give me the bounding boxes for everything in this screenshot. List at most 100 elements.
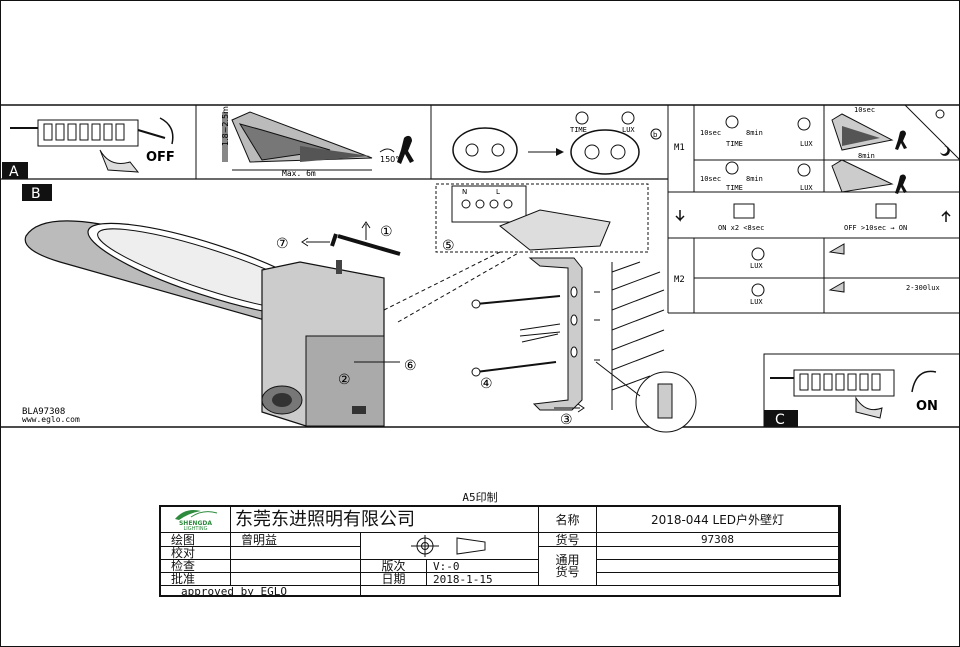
person-icon <box>397 135 414 164</box>
title-block: SHENGDA LIGHTING 东莞东进照明有限公司 名称 2018-044 … <box>159 505 841 597</box>
logo-subtext: LIGHTING <box>183 526 208 532</box>
arrow-down-icon <box>675 210 685 222</box>
lux-label-2: LUX <box>800 184 813 192</box>
mode-panel: M1 M2 10sec 8min TIME LUX 10sec 10sec 8m… <box>668 104 960 313</box>
step-1-label: ① <box>380 224 393 240</box>
terminal-block-a <box>10 119 166 147</box>
wall-switch-icon-2 <box>875 203 897 219</box>
moon-icon <box>940 145 950 156</box>
lux-dial-icon <box>751 283 765 297</box>
part-value: 97308 <box>597 533 839 547</box>
lux-label: LUX <box>622 126 635 134</box>
time-max-label: 8min <box>746 129 763 137</box>
company-logo: SHENGDA LIGHTING <box>161 507 231 533</box>
switch-on-text: ON x2 <8sec <box>718 224 764 232</box>
panel-b-letter: B <box>31 186 41 202</box>
time-min-label: 10sec <box>700 129 721 137</box>
m1-label: M1 <box>674 143 685 153</box>
m1-right-8min: 8min <box>858 152 875 160</box>
projection-symbol <box>361 533 539 560</box>
print-format-label: A5印制 <box>462 491 498 504</box>
lux-dial-icon <box>797 163 811 177</box>
model-number: BLA97308 <box>22 407 65 417</box>
mounting-bracket <box>471 257 600 411</box>
detection-range-diagram: 1.8~2.5m Max. 6m 150° <box>221 106 414 178</box>
blank-cell-3 <box>597 547 839 560</box>
lux-dial-icon <box>621 111 635 125</box>
wall-switch-icon <box>733 203 755 219</box>
time-label-2: TIME <box>726 184 743 192</box>
height-label: 1.8~2.5m <box>221 106 230 146</box>
time-label: TIME <box>726 140 743 148</box>
general-label-2: 货号 <box>555 565 580 579</box>
person-icon <box>895 130 907 150</box>
hand-icon <box>99 149 140 173</box>
max-distance-label: Max. 6m <box>282 169 316 178</box>
step-5-label: ⑤ <box>442 238 455 254</box>
arrow-up-icon <box>941 210 951 222</box>
time-dial-icon <box>725 161 739 175</box>
time-min-label-2: 10sec <box>700 175 721 183</box>
logo-text: SHENGDA <box>178 520 212 527</box>
rotate-arrow-icon <box>911 370 937 393</box>
terminal-n-label: N <box>462 188 467 196</box>
off-label: OFF <box>146 150 175 165</box>
panel-b: B BLA97308 www.eglo.com ① ⑦ ⑥ ② <box>22 183 697 433</box>
time-label: TIME <box>570 126 587 134</box>
panel-a: A OFF 1.8~2.5m Max. 6m 150° <box>2 106 414 180</box>
lamp-illustration <box>24 220 385 427</box>
time-dial-icon <box>725 115 739 129</box>
name-value: 2018-044 LED户外壁灯 <box>597 507 839 533</box>
blank-cell-5 <box>597 573 839 586</box>
lux-dial-icon <box>797 117 811 131</box>
general-part-label: 通用 货号 <box>539 547 597 586</box>
projection-icon <box>410 535 485 557</box>
circle-b-label: b <box>653 131 658 139</box>
company-name: 东莞东进照明有限公司 <box>231 507 539 533</box>
part-label: 货号 <box>539 533 597 547</box>
version-label: 版次 <box>361 560 427 573</box>
lux-dial-icon <box>751 247 765 261</box>
date-label: 日期 <box>361 573 427 586</box>
m2-range-label: 2-300lux <box>906 284 940 292</box>
terminal-l-label: L <box>496 188 500 196</box>
check-value <box>231 560 361 573</box>
approved-by: approved by EGLO <box>161 586 361 597</box>
panel-a-letter: A <box>9 164 19 180</box>
screw-icon-2 <box>471 367 481 377</box>
blank-cell-6 <box>361 586 839 596</box>
m2-lux-label-2: LUX <box>750 298 763 306</box>
step-4-label: ④ <box>480 376 493 392</box>
sun-icon <box>935 109 945 119</box>
panel-c: C ON <box>763 353 960 428</box>
step-6-label: ⑥ <box>404 358 417 374</box>
step-2-label: ② <box>338 372 351 388</box>
screw-icon <box>471 299 481 309</box>
person-icon <box>895 174 907 194</box>
version-value: V:-0 <box>427 560 539 573</box>
name-label: 名称 <box>539 507 597 533</box>
blank-cell-4 <box>597 560 839 573</box>
check-label: 检查 <box>161 560 231 573</box>
time-max-label-2: 8min <box>746 175 763 183</box>
panel-c-letter: C <box>775 412 785 428</box>
approve-label: 批准 <box>161 573 231 586</box>
drawing-label: 绘图 <box>161 533 231 547</box>
switch-off-text: OFF >10sec → ON <box>844 224 907 232</box>
m1-right-10sec: 10sec <box>854 106 875 114</box>
sensor-panel: TIME LUX b <box>452 111 662 175</box>
approve-value <box>231 573 361 586</box>
drawing-value: 曾明益 <box>231 533 361 547</box>
lux-label: LUX <box>800 140 813 148</box>
general-label-1: 通用 <box>555 553 580 567</box>
proof-label: 校对 <box>161 547 231 560</box>
website-url: www.eglo.com <box>22 415 80 424</box>
m2-label: M2 <box>674 275 685 285</box>
m2-lux-label: LUX <box>750 262 763 270</box>
wall-hatch <box>611 261 665 410</box>
rotate-arrow-icon <box>159 117 174 145</box>
wiring-callout <box>435 183 649 253</box>
date-value: 2018-1-15 <box>427 573 539 586</box>
angle-label: 150° <box>380 155 399 164</box>
